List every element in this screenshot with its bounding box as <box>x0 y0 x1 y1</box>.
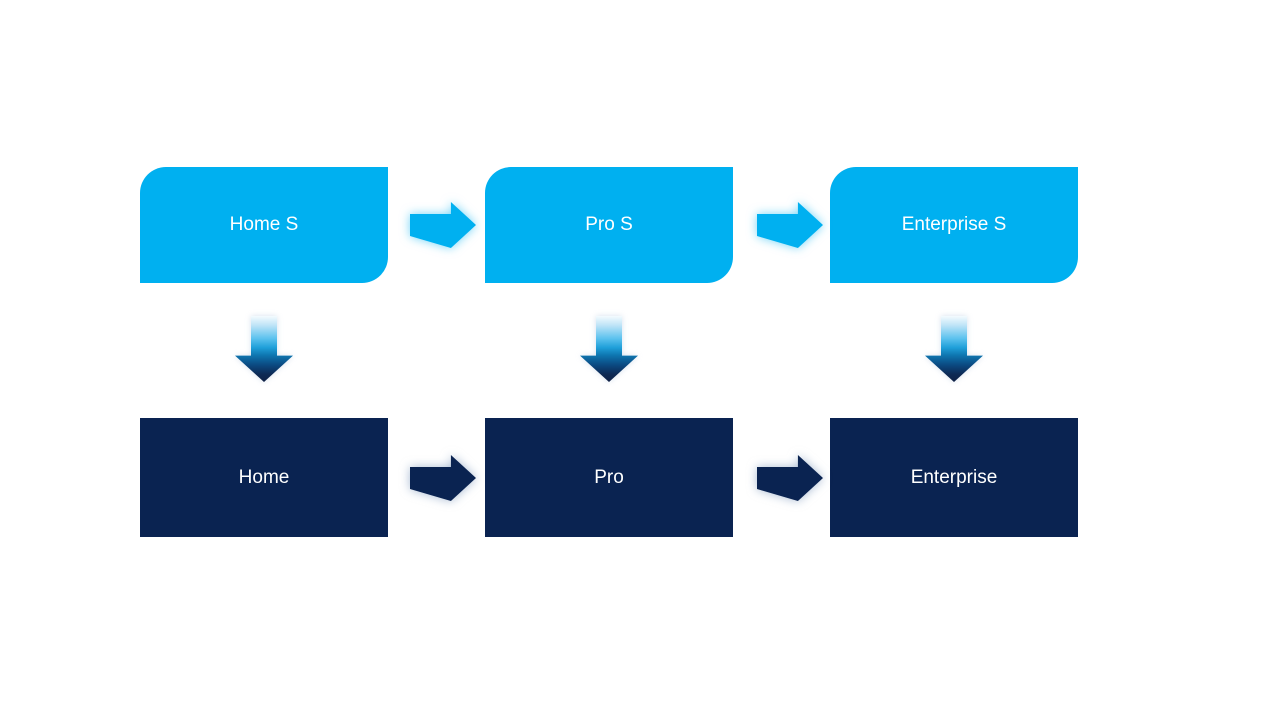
node-enterprise-s-label: Enterprise S <box>901 214 1007 235</box>
right-arrow-icon <box>410 202 476 248</box>
right-arrow-icon <box>410 455 476 501</box>
down-arrow-icon <box>925 316 983 382</box>
node-pro-label: Pro <box>594 466 624 488</box>
node-enterprise-label: Enterprise <box>910 466 998 488</box>
down-arrow-icon <box>580 316 638 382</box>
node-home-s[interactable]: Home S <box>140 167 388 283</box>
down-arrow-icon <box>235 316 293 382</box>
node-enterprise[interactable]: Enterprise <box>830 418 1078 537</box>
node-home[interactable]: Home <box>140 418 388 537</box>
node-pro-s[interactable]: Pro S <box>485 167 733 283</box>
right-arrow-icon <box>757 202 823 248</box>
node-home-s-label: Home S <box>229 214 299 235</box>
node-pro[interactable]: Pro <box>485 418 733 537</box>
node-enterprise-s[interactable]: Enterprise S <box>830 167 1078 283</box>
node-pro-s-label: Pro S <box>585 214 633 235</box>
node-home-label: Home <box>238 466 290 488</box>
right-arrow-icon <box>757 455 823 501</box>
